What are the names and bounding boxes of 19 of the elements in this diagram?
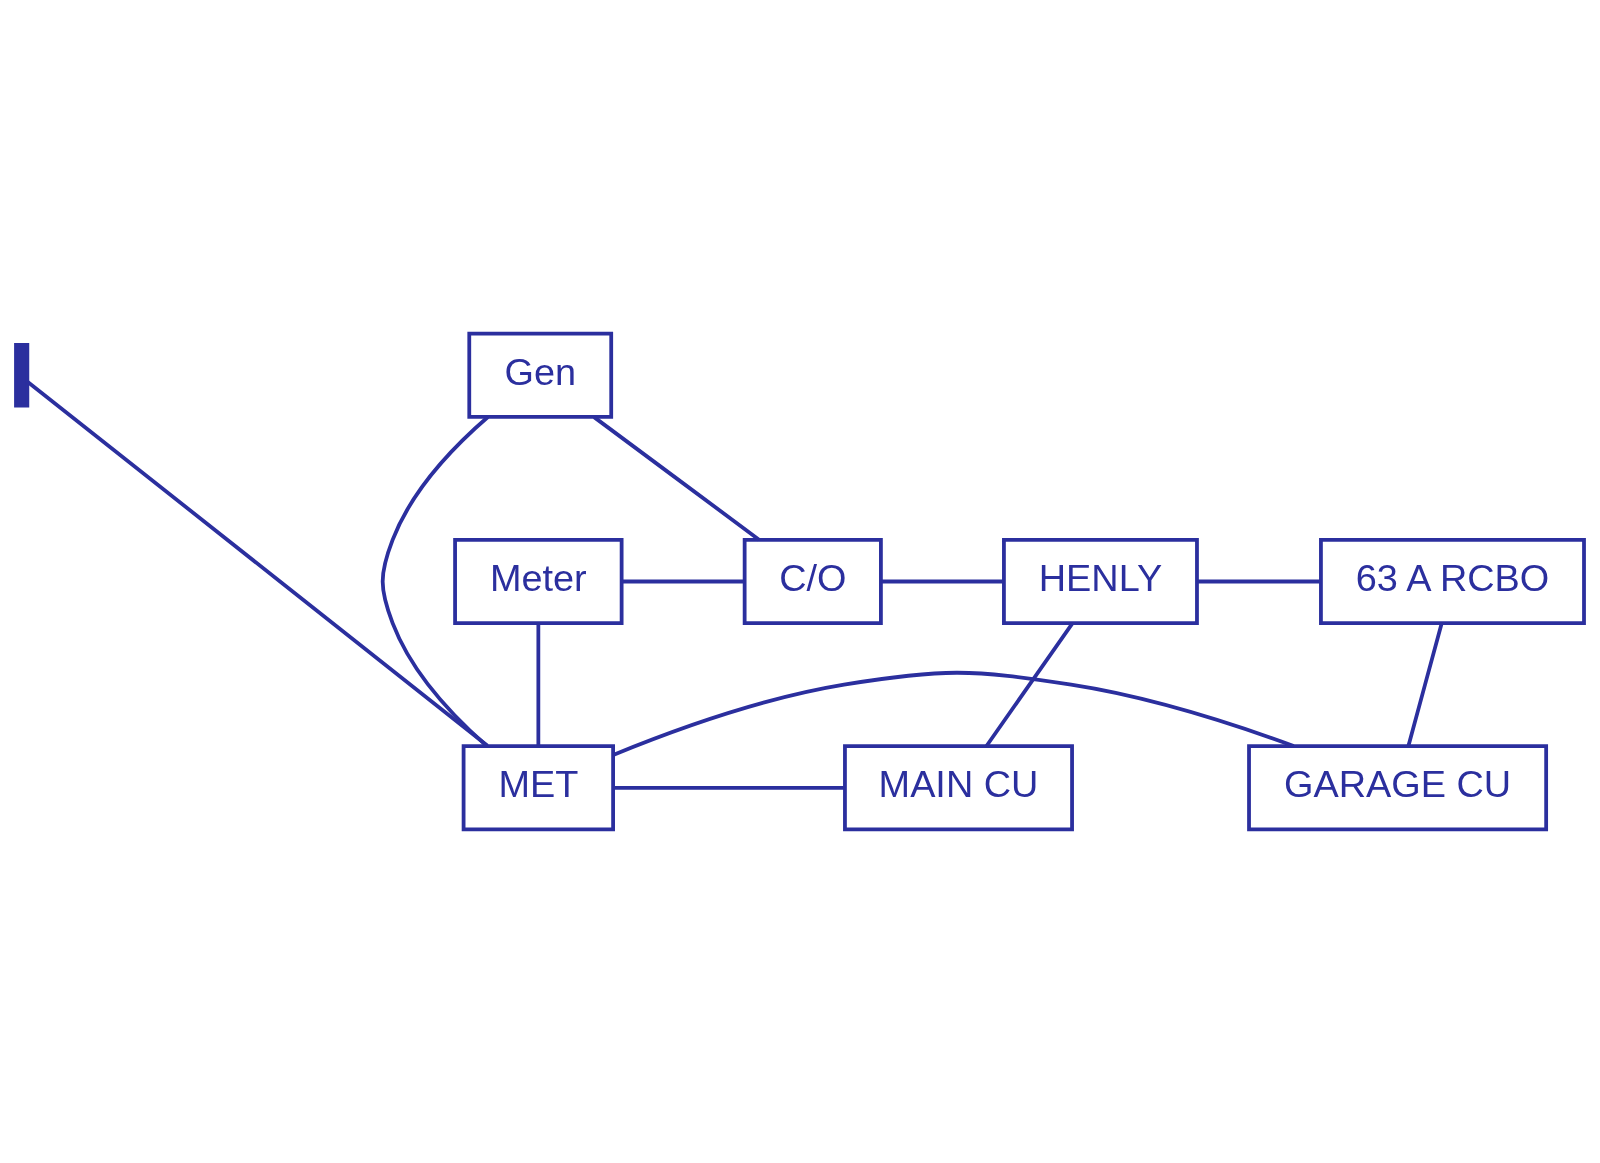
node-box: HENLY [1002,537,1199,626]
node-box: Gen [467,331,614,419]
node-box: Meter [453,537,624,626]
connector [612,670,1295,757]
connector [613,785,845,790]
connector [984,622,1074,748]
connector [536,623,541,746]
node-box: MAIN CU [843,744,1074,832]
connector [881,579,1004,584]
node-bar [14,343,30,408]
connector [621,579,745,584]
connector [1197,579,1321,584]
node-box: C/O [742,537,883,626]
node-box: GARAGE CU [1247,744,1549,832]
connector [380,415,490,748]
connector [1406,622,1444,747]
connector [26,380,489,748]
node-box: MET [461,744,615,832]
node-box: 63 A RCBO [1319,537,1586,626]
